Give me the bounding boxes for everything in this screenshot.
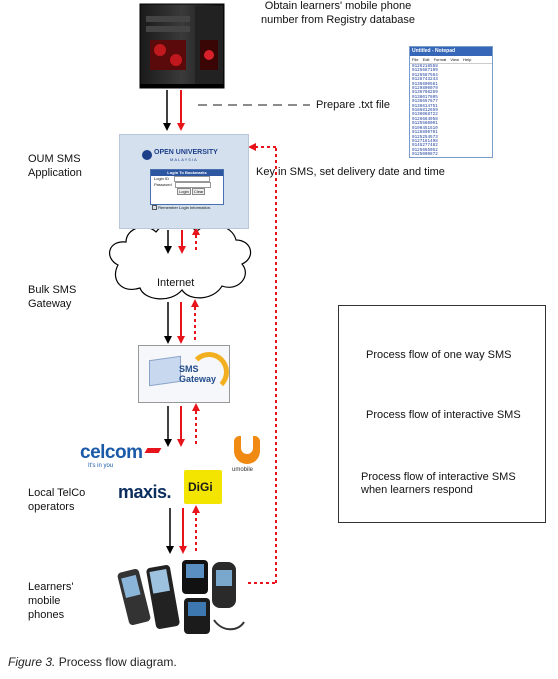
notepad-number-line: 0125687199 [412, 68, 438, 74]
figure-caption: Figure 3. Process flow diagram. [8, 655, 177, 669]
digi-logo-text: DiGi [188, 480, 213, 494]
login-panel: Login To Bookmarks Login ID Password Log… [150, 169, 224, 205]
notepad-number-line: 0145277482 [412, 143, 438, 149]
notepad-number-line: 0129800079 [412, 86, 438, 92]
login-id-input[interactable] [174, 176, 211, 182]
notepad-window: Untitled - Notepad File Edit Format View… [409, 46, 493, 158]
sms-gateway-line1: SMS [179, 364, 199, 374]
oum-logo-text: OPEN UNIVERSITY [154, 149, 218, 156]
notepad-number-line: 0136614751 [412, 103, 438, 109]
figure-caption-text: Process flow diagram. [55, 655, 177, 669]
notepad-number-line: 0136708269 [412, 90, 438, 96]
celcom-logo-text: celcom [80, 442, 143, 463]
learners-phones-label: Learners' mobile phones [28, 581, 74, 621]
notepad-number-line: 0125254573 [412, 134, 438, 140]
notepad-number-line: 0126684958 [412, 116, 438, 122]
notepad-title: Untitled - Notepad [410, 47, 492, 56]
envelope-icon [149, 355, 181, 387]
celcom-wing-icon [144, 448, 162, 453]
respond-return-path [248, 143, 277, 584]
notepad-menu-item: View [450, 57, 460, 62]
notepad-menu-item: Format [433, 57, 447, 62]
telco-label: Local TelCo operators [28, 487, 86, 513]
digi-logo: DiGi [184, 470, 222, 504]
oum-app-label: OUM SMS Application [28, 153, 82, 179]
celcom-logo: celcom It's in you [80, 440, 162, 472]
remember-login[interactable]: Remember Login Information. [152, 205, 212, 211]
mobile-phones-icon [117, 560, 245, 634]
notepad-number-line: 0190451510 [412, 125, 438, 131]
notepad-number-line: 0127161498 [412, 138, 438, 144]
maxis-logo: maxis. [118, 482, 182, 504]
login-id-label: Login ID [154, 176, 169, 182]
notepad-number-line: 0186812659 [412, 108, 438, 114]
server-tower-icon [139, 3, 225, 89]
oum-logo: OPEN UNIVERSITY MALAYSIA [142, 149, 228, 163]
notepad-number-line: 0126587564 [412, 72, 438, 78]
notepad-number-line: 0136657677 [412, 99, 438, 105]
notepad-number-line: 0138017805 [412, 94, 438, 100]
notepad-number-line: 0125560001 [412, 121, 438, 127]
maxis-logo-text: maxis. [118, 482, 172, 502]
notepad-menu-item: Help [463, 57, 472, 62]
prepare-file-label: Prepare .txt file [316, 99, 390, 111]
remember-checkbox[interactable] [152, 205, 157, 211]
notepad-number-line: 0125000872 [412, 152, 438, 158]
umobile-text: umobile [232, 467, 254, 473]
sms-gateway-line2: Gateway [179, 374, 217, 384]
bulk-gateway-label: Bulk SMS Gateway [28, 284, 77, 310]
notepad-number-line: 0126218558 [412, 64, 438, 69]
umobile-logo: umobile [230, 436, 266, 480]
sms-gateway-box: SMS Gateway [138, 345, 230, 403]
notepad-menu-item: File [412, 57, 419, 62]
password-label: Password [154, 182, 172, 188]
internet-label: Internet [157, 277, 195, 289]
notepad-number-line: 0136600561 [412, 81, 438, 87]
oum-logo-icon [142, 150, 152, 160]
login-panel-title: Login To Bookmarks [151, 170, 223, 176]
legend-interactive-label: Process flow of interactive SMS [366, 409, 521, 421]
notepad-menu-item: Edit [422, 57, 430, 62]
gateway-arrow-icon [189, 352, 229, 392]
legend-respond-label: Process flow of interactive SMS when lea… [361, 471, 516, 496]
notepad-menu: File Edit Format View Help [410, 56, 492, 64]
celcom-tagline: It's in you [88, 463, 114, 469]
figure-number: Figure 3. [8, 655, 56, 669]
notepad-number-line: 0136068722 [412, 112, 438, 118]
oum-login-screenshot: OPEN UNIVERSITY MALAYSIA Login To Bookma… [119, 134, 249, 229]
oum-logo-sub: MALAYSIA [170, 157, 198, 162]
login-button[interactable]: Login [177, 188, 191, 196]
clear-button[interactable]: Clear [191, 188, 206, 196]
legend-box: Process flow of one way SMS Process flow… [338, 305, 546, 523]
notepad-number-line: 0125665052 [412, 147, 438, 153]
remember-label: Remember Login Information. [158, 205, 212, 210]
key-in-label: Key in SMS, set delivery date and time [256, 166, 445, 178]
notepad-number-line: 0128743243 [412, 77, 438, 83]
top-note: Obtain learners' mobile phone number fro… [260, 0, 416, 26]
password-input[interactable] [174, 182, 211, 189]
notepad-number-line: 0126890701 [412, 130, 438, 136]
umobile-u-inner-icon [241, 436, 253, 454]
legend-one-way-label: Process flow of one way SMS [366, 349, 512, 361]
